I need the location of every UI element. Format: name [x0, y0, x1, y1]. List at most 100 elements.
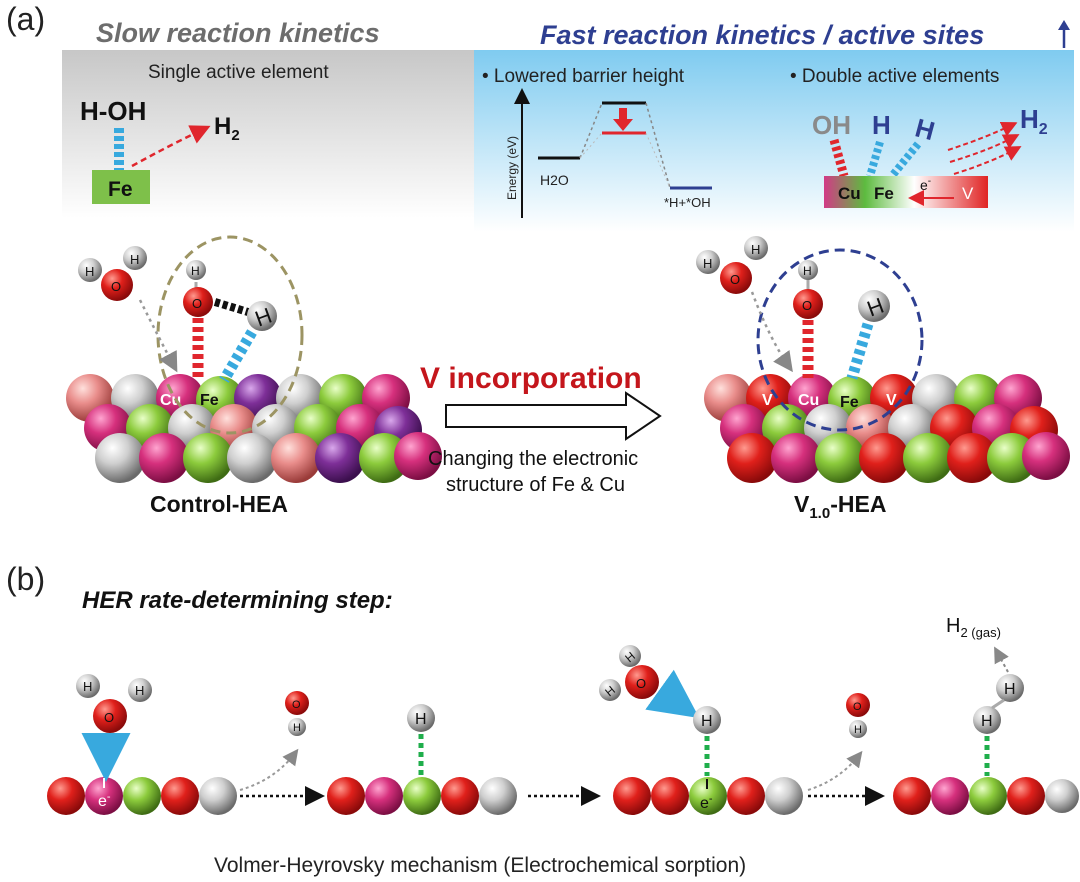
h-blue-bond-1: [866, 140, 884, 178]
stage-3-o: O: [636, 676, 646, 691]
vhea-v-label-2: V: [886, 392, 897, 409]
stage-4-h-lower: [973, 706, 1001, 734]
leaving-oh-1: [285, 691, 309, 736]
stage-4-h-lower-label: H: [981, 713, 993, 730]
vhea-cu-label: Cu: [798, 392, 819, 409]
panel-a-label: (a): [6, 1, 45, 37]
bar-v-label: V: [962, 184, 974, 203]
stage-1-electron: e-: [98, 791, 111, 810]
bar-electron-label: e-: [920, 176, 931, 193]
stage-4-surface: [893, 777, 1079, 815]
stage-1-h2: H: [135, 683, 144, 698]
h2-gas-arrow: [994, 646, 1009, 673]
leaving-oh-3-o: O: [853, 701, 862, 713]
stage-2-h-label: H: [415, 711, 427, 728]
adsorbed-o-right: [793, 289, 823, 319]
cu-fe-v-bar: [824, 176, 988, 208]
adsorbed-h-right: [858, 290, 890, 322]
adsorption-arrow-left: [138, 299, 178, 373]
control-cu-label: Cu: [160, 392, 181, 409]
adsorbed-h-on-o-left-label: H: [191, 264, 200, 278]
stage-1-o: O: [104, 710, 114, 725]
active-site-ellipse-left: [156, 235, 304, 435]
single-active-label: Single active element: [148, 62, 329, 83]
adsorbed-o-left-label: O: [192, 296, 202, 311]
v-hea-slab: [704, 374, 1070, 483]
oh-red-bond: [829, 138, 849, 178]
stage-4-h-upper-label: H: [1004, 681, 1016, 698]
h2-release-arrow: [131, 125, 211, 168]
free-water-h1: H: [85, 264, 94, 279]
barrier-path-dashed: [579, 102, 671, 189]
v-hea-label: V1.0-HEA: [794, 491, 886, 522]
h-label-1: H: [872, 110, 891, 140]
double-active-title: • Double active elements: [790, 66, 999, 87]
leaving-oh-1-h: H: [293, 722, 301, 734]
free-water-molecule-right: [696, 236, 768, 294]
lowered-path-dashed: [579, 132, 671, 189]
mechanism-caption: Volmer-Heyrovsky mechanism (Electrochemi…: [214, 854, 746, 877]
free-water-molecule-left: [78, 246, 147, 301]
up-arrow-icon: [1058, 20, 1070, 48]
fe-block: [92, 170, 150, 204]
stage-1-surface: [47, 777, 237, 815]
adsorbed-h-on-o-left: [186, 260, 206, 280]
fast-kinetics-title: Fast reaction kinetics / active sites: [540, 20, 984, 50]
water-label: H-OH: [80, 96, 146, 126]
hydrogen-bond-black: [213, 298, 250, 316]
control-hea-slab: [66, 374, 442, 483]
free-water-right-h1: H: [703, 256, 712, 271]
active-site-ellipse-right: [756, 248, 924, 432]
stage-2-surface: [327, 777, 517, 815]
transform-arrow: [445, 391, 662, 441]
h-fe-bond-blue-right: [846, 322, 874, 380]
h2-right-label: H2: [1020, 104, 1048, 138]
stage-1-h1: H: [83, 679, 92, 694]
adsorbed-h-on-o-right-label: H: [803, 264, 812, 278]
vhea-v-label-1: V: [762, 392, 773, 409]
leaving-oh-1-o: O: [292, 699, 301, 711]
stage-3-surface: [613, 777, 803, 815]
free-water-right-h2: H: [751, 242, 760, 257]
h2o-level-label: H2O: [540, 172, 569, 188]
h2-label: H2: [214, 113, 240, 144]
adsorbed-h-left: [247, 301, 277, 331]
changing-line-2: structure of Fe & Cu: [446, 474, 625, 496]
energy-axis-label: Energy (eV): [505, 136, 519, 200]
stage-3-electron: e-: [700, 793, 713, 812]
adsorbed-o-left: [183, 287, 213, 317]
stage-1-water: [76, 674, 152, 733]
free-water-right-o: O: [730, 272, 740, 287]
h-fe-bond-blue: [219, 329, 257, 383]
stage-3-adsorbed-h: [693, 706, 721, 734]
adsorbed-h-on-o-right: [798, 260, 818, 280]
changing-line-1: Changing the electronic: [428, 448, 638, 470]
down-arrow-icon: [613, 108, 633, 131]
h2-internal-bond: [991, 698, 1005, 710]
control-fe-label: Fe: [200, 392, 219, 409]
v-incorporation-label: V incorporation: [420, 362, 642, 395]
barrier-title: • Lowered barrier height: [482, 66, 685, 87]
oh-leave-arrow-1: [239, 748, 299, 791]
her-title: HER rate-determining step:: [82, 587, 393, 614]
stage-3-blue-arrow: [645, 669, 700, 719]
stage-3-adsorbed-h-label: H: [701, 713, 713, 730]
vhea-fe-label: Fe: [840, 394, 859, 411]
adsorption-arrow-right: [750, 291, 793, 373]
product-level-label: *H+*OH: [664, 195, 711, 210]
stage-2-h: [407, 704, 435, 732]
bar-cu-label: Cu: [838, 184, 861, 203]
panel-b-label: (b): [6, 561, 45, 597]
stage-4-h-upper: [996, 674, 1024, 702]
h2-gas-label: H2 (gas): [946, 615, 1001, 640]
h2-release-arrows-right: [947, 122, 1022, 175]
leaving-oh-3: [846, 693, 870, 738]
control-hea-label: Control-HEA: [150, 491, 288, 517]
leaving-oh-3-h: H: [854, 724, 862, 736]
oh-leave-arrow-3: [807, 750, 863, 791]
fe-block-label: Fe: [108, 178, 133, 201]
free-water-o: O: [111, 279, 121, 294]
adsorbed-o-right-label: O: [802, 298, 812, 313]
